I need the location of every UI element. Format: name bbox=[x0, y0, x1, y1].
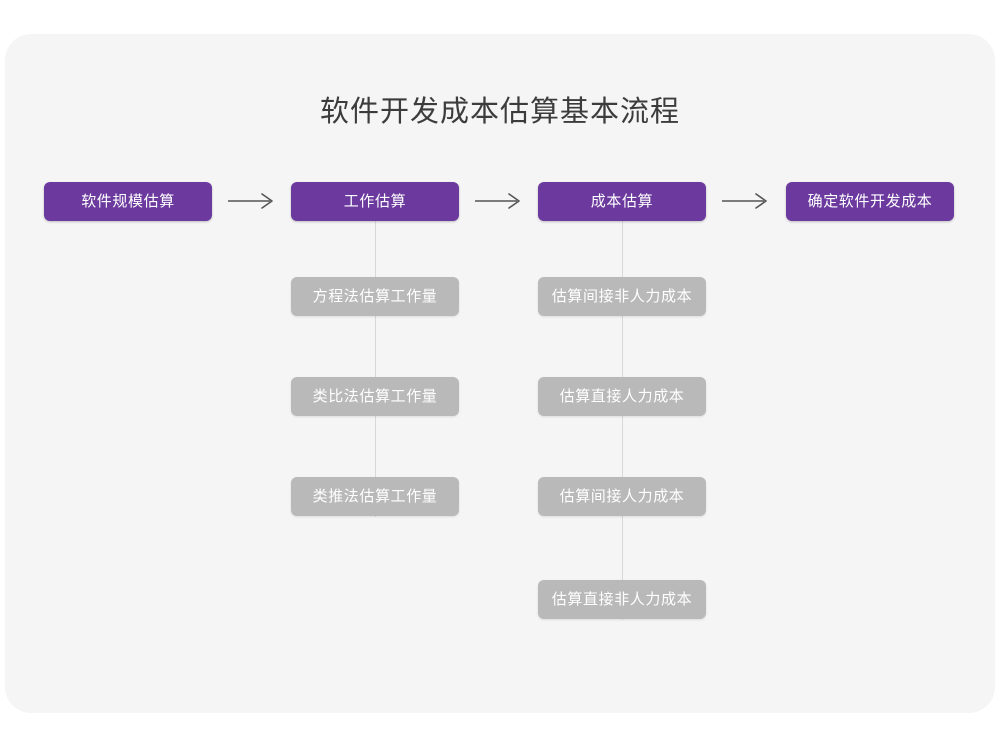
node-step-2-3-label: 类推法估算工作量 bbox=[312, 488, 438, 505]
node-step-4[interactable]: 确定软件开发成本 bbox=[786, 182, 954, 221]
node-step-3-label: 成本估算 bbox=[590, 193, 654, 210]
node-step-3-3[interactable]: 估算间接人力成本 bbox=[538, 477, 706, 516]
node-step-2-1[interactable]: 方程法估算工作量 bbox=[291, 277, 459, 316]
node-step-3-1-label: 估算间接非人力成本 bbox=[551, 288, 693, 305]
node-step-3-4-label: 估算直接非人力成本 bbox=[551, 591, 693, 608]
node-step-3[interactable]: 成本估算 bbox=[538, 182, 706, 221]
page-title: 软件开发成本估算基本流程 bbox=[319, 96, 680, 128]
node-step-2-2-label: 类比法估算工作量 bbox=[312, 388, 438, 405]
connector-arrow-3-to-4 bbox=[722, 193, 767, 209]
connector-arrow-2-to-3 bbox=[475, 193, 520, 209]
node-step-2-3[interactable]: 类推法估算工作量 bbox=[291, 477, 459, 516]
node-step-1[interactable]: 软件规模估算 bbox=[44, 182, 212, 221]
node-step-3-2[interactable]: 估算直接人力成本 bbox=[538, 377, 706, 416]
node-step-3-3-label: 估算间接人力成本 bbox=[559, 488, 685, 505]
node-step-1-label: 软件规模估算 bbox=[81, 193, 175, 210]
diagram-card bbox=[5, 34, 995, 713]
node-step-3-2-label: 估算直接人力成本 bbox=[559, 388, 685, 405]
node-step-2-label: 工作估算 bbox=[343, 193, 407, 210]
node-step-2[interactable]: 工作估算 bbox=[291, 182, 459, 221]
node-step-3-1[interactable]: 估算间接非人力成本 bbox=[538, 277, 706, 316]
node-step-4-label: 确定软件开发成本 bbox=[807, 193, 933, 210]
node-step-2-2[interactable]: 类比法估算工作量 bbox=[291, 377, 459, 416]
node-step-2-1-label: 方程法估算工作量 bbox=[312, 288, 438, 305]
connector-vline-column-3 bbox=[622, 221, 623, 620]
node-step-3-4[interactable]: 估算直接非人力成本 bbox=[538, 580, 706, 619]
connector-vline-column-2 bbox=[375, 221, 376, 517]
connector-arrow-1-to-2 bbox=[228, 193, 273, 209]
